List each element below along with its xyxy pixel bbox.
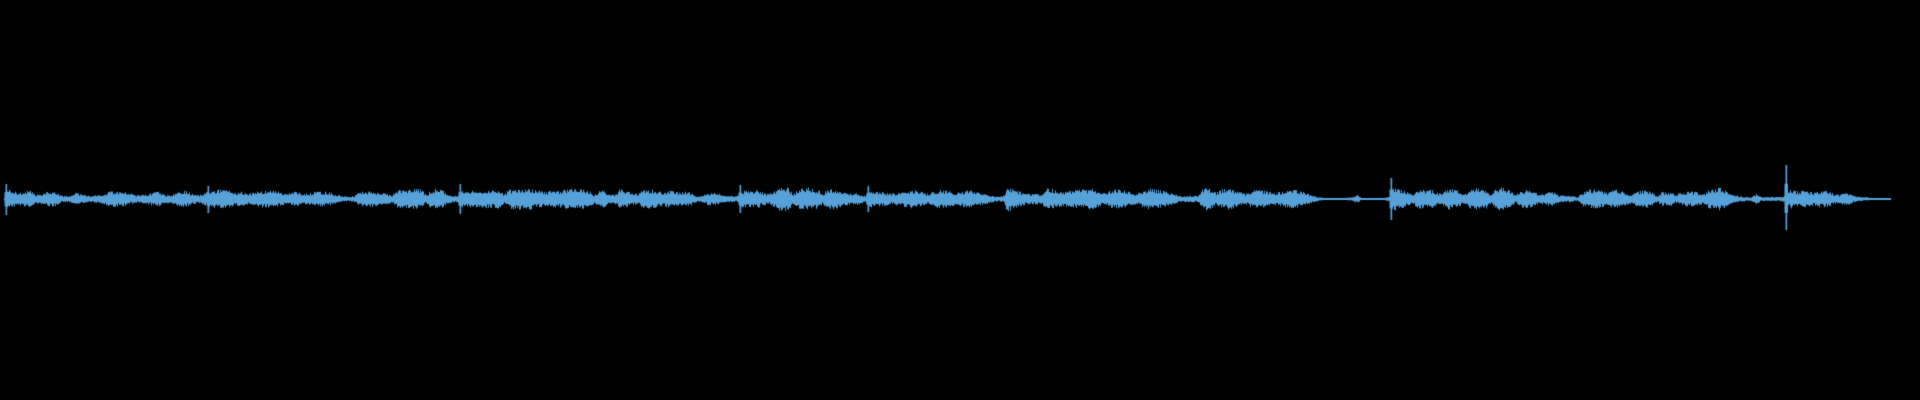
waveform-display xyxy=(0,0,1920,400)
audio-waveform-canvas xyxy=(0,0,1920,400)
